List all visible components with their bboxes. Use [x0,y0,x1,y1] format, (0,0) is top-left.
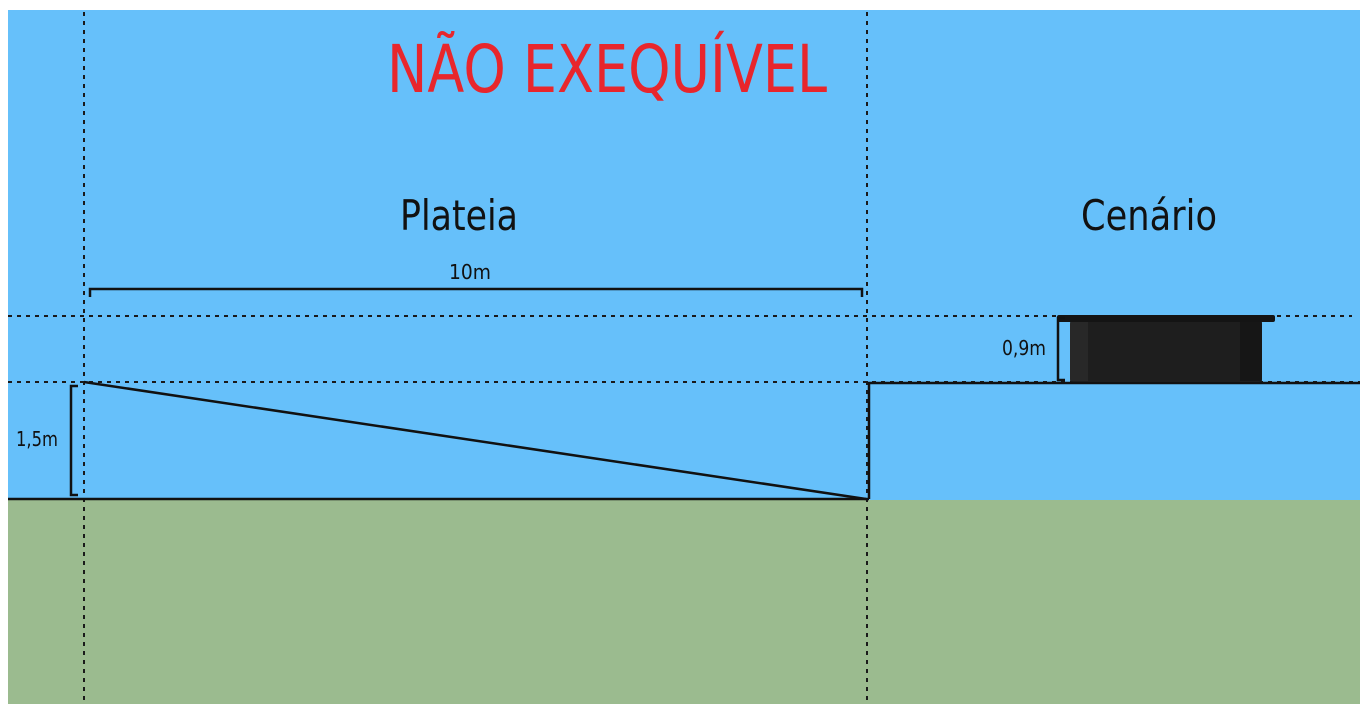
sky-background [8,10,1360,500]
set-height-dimension-bracket [1056,316,1065,382]
length-dimension-label: 10m [449,260,491,284]
set-object-top-rim [1057,315,1275,322]
set-object-shade-right [1240,322,1262,381]
audience-slope-line [83,380,867,501]
rise-dimension-label: 1,5m [16,427,58,451]
audience-label: Plateia [400,191,518,240]
set-object-body [1070,321,1262,382]
set-height-dimension-label: 0,9m [1002,336,1046,360]
length-dimension-bracket [88,287,864,297]
stage-label: Cenário [1081,191,1217,240]
rise-dimension-bracket [69,384,78,497]
diagram-title: NÃO EXEQUÍVEL [387,30,827,108]
set-object-shade-left [1070,322,1088,381]
stage-outline [867,381,1360,499]
ground-area [8,500,1360,704]
